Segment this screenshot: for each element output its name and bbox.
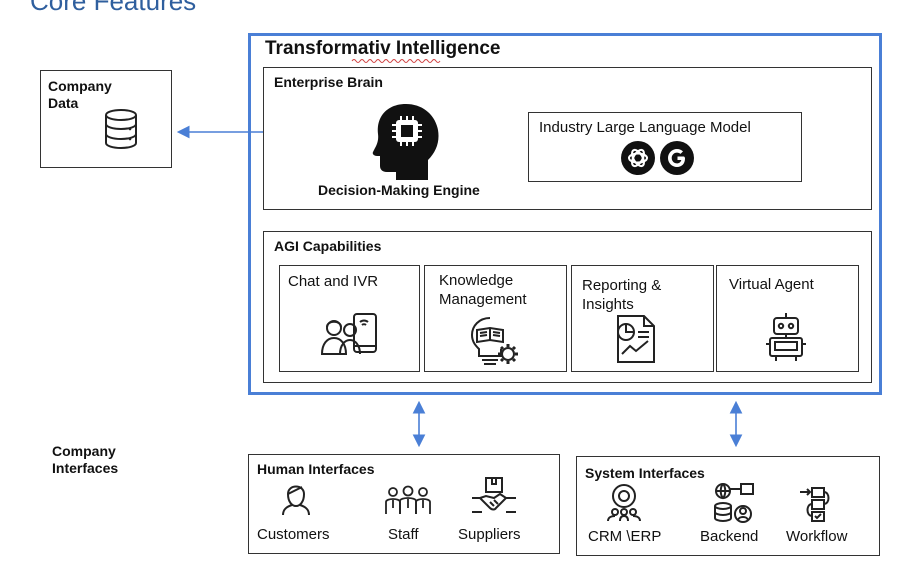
decision-engine-label: Decision-Making Engine [318,182,480,198]
handshake-icon [472,477,516,513]
ai-head-icon [372,104,439,180]
system-interface-label: CRM \ERP [588,528,662,545]
human-interface-label: Staff [388,526,419,543]
transformativ-intelligence-box [248,33,882,395]
robot-icon [766,313,806,361]
openai-icon [621,141,655,175]
llm-label: Industry Large Language Model [539,119,751,136]
agi-card-label: Virtual Agent [729,276,814,293]
transformativ-title: Transformativ Intelligence [265,38,501,59]
report-chart-icon [617,315,655,363]
backend-network-icon [714,483,754,523]
system-interfaces-title: System Interfaces [585,465,705,481]
company-data-label: Company Data [48,78,112,111]
enterprise-brain-title: Enterprise Brain [274,74,383,90]
agi-card-label: Reporting & Insights [582,277,662,313]
database-icon [105,109,137,149]
google-icon [660,141,694,175]
system-interface-label: Workflow [786,528,848,545]
crm-erp-icon [607,484,641,522]
company-interfaces-label: Company Interfaces [52,443,119,476]
spellcheck-underline [351,59,441,63]
agi-card-label: Chat and IVR [288,273,379,290]
workflow-icon [800,487,830,522]
staff-group-icon [385,485,431,514]
agi-card-knowledge-management: Knowledge Management [424,265,567,372]
company-data-box: Company Data [40,70,172,168]
human-interfaces-title: Human Interfaces [257,461,375,477]
page-title: Core Features [30,0,197,16]
agi-capabilities-title: AGI Capabilities [274,238,382,254]
agi-card-virtual-agent: Virtual Agent [716,265,859,372]
agi-card-chat-ivr: Chat and IVR [279,265,420,372]
human-interface-label: Customers [257,526,330,543]
agi-card-label: Knowledge Management [439,272,527,308]
customer-icon [282,485,310,516]
agi-card-reporting-insights: Reporting & Insights [571,265,714,372]
human-interface-label: Suppliers [458,526,521,543]
system-interface-label: Backend [700,528,759,545]
knowledge-management-icon [470,317,518,365]
chat-ivr-icon [320,313,377,355]
